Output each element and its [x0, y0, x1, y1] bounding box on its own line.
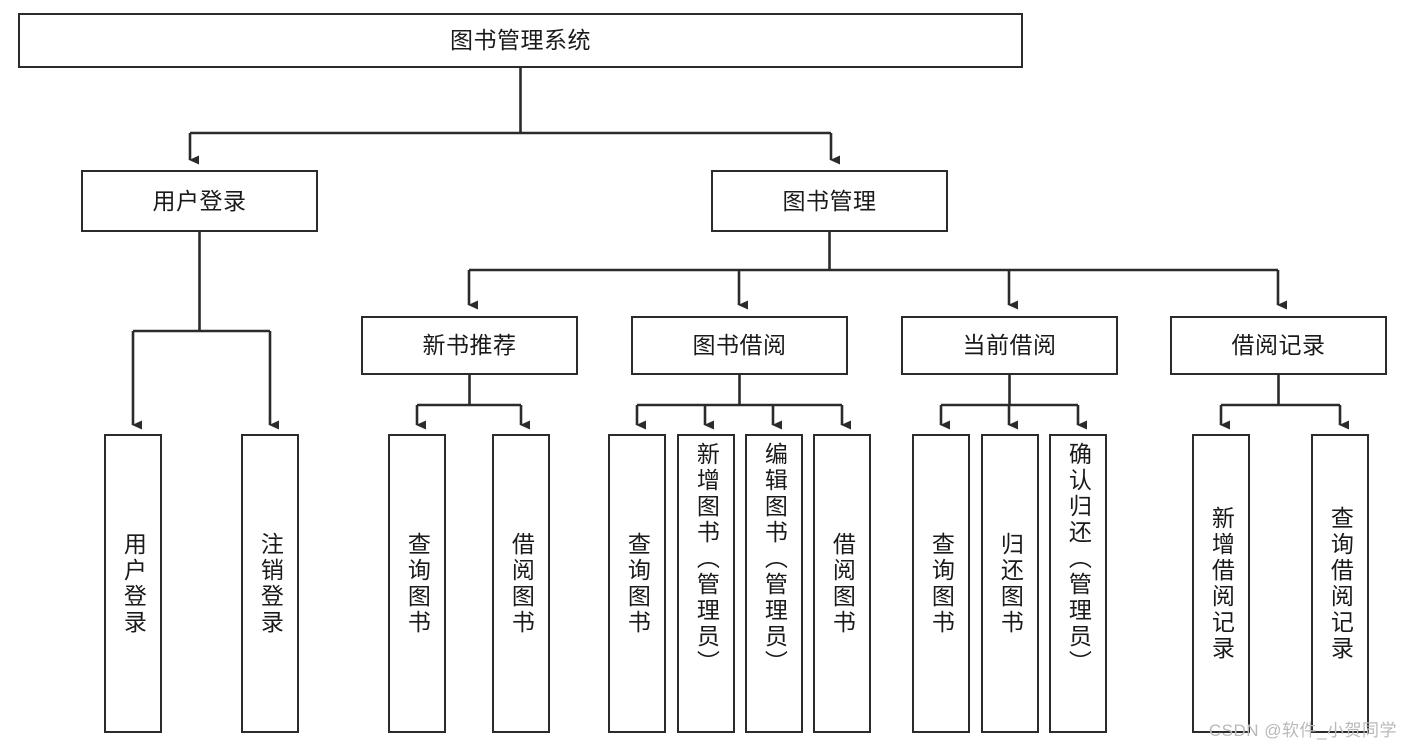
- node-user-login[interactable]: 用户登录: [81, 170, 318, 232]
- node-leaf-query-book-newbook[interactable]: 查询图书: [388, 434, 446, 733]
- node-leaf-add-book-label: 新增图书（管理员）: [693, 442, 720, 676]
- node-leaf-return-book-label: 归还图书: [997, 531, 1024, 636]
- node-leaf-query-book-borrow-label: 查询图书: [624, 531, 651, 636]
- node-book-borrow[interactable]: 图书借阅: [631, 316, 848, 375]
- node-new-book-recommend-label: 新书推荐: [422, 332, 517, 359]
- node-leaf-confirm-return-label: 确认归还（管理员）: [1065, 442, 1092, 676]
- node-leaf-query-book-newbook-label: 查询图书: [404, 531, 431, 636]
- node-leaf-add-borrow-record-label: 新增借阅记录: [1208, 505, 1235, 662]
- node-leaf-user-login-label: 用户登录: [120, 531, 147, 636]
- node-leaf-query-book-current[interactable]: 查询图书: [912, 434, 970, 733]
- node-leaf-query-book-borrow[interactable]: 查询图书: [608, 434, 666, 733]
- node-leaf-logout[interactable]: 注销登录: [241, 434, 299, 733]
- node-borrow-records-label: 借阅记录: [1231, 332, 1326, 359]
- node-root-label: 图书管理系统: [450, 27, 591, 54]
- csdn-watermark: CSDN @软件_小贺同学: [1208, 721, 1397, 740]
- node-leaf-query-borrow-record[interactable]: 查询借阅记录: [1311, 434, 1369, 733]
- node-new-book-recommend[interactable]: 新书推荐: [361, 316, 578, 375]
- node-leaf-borrow-book[interactable]: 借阅图书: [813, 434, 871, 733]
- node-leaf-return-book[interactable]: 归还图书: [981, 434, 1039, 733]
- node-leaf-edit-book[interactable]: 编辑图书（管理员）: [745, 434, 803, 733]
- node-book-borrow-label: 图书借阅: [692, 332, 787, 359]
- node-root[interactable]: 图书管理系统: [18, 13, 1023, 68]
- node-leaf-user-login[interactable]: 用户登录: [104, 434, 162, 733]
- node-current-borrow-label: 当前借阅: [962, 332, 1057, 359]
- node-user-login-label: 用户登录: [152, 187, 247, 214]
- node-leaf-add-book[interactable]: 新增图书（管理员）: [677, 434, 735, 733]
- node-leaf-query-borrow-record-label: 查询借阅记录: [1327, 505, 1354, 662]
- node-leaf-confirm-return[interactable]: 确认归还（管理员）: [1049, 434, 1107, 733]
- node-leaf-logout-label: 注销登录: [257, 531, 284, 636]
- node-leaf-borrow-book-newbook[interactable]: 借阅图书: [492, 434, 550, 733]
- node-leaf-borrow-book-label: 借阅图书: [829, 531, 856, 636]
- node-book-management-label: 图书管理: [782, 187, 877, 214]
- node-leaf-query-book-current-label: 查询图书: [928, 531, 955, 636]
- node-book-management[interactable]: 图书管理: [711, 170, 948, 232]
- node-leaf-edit-book-label: 编辑图书（管理员）: [761, 442, 788, 676]
- node-leaf-borrow-book-newbook-label: 借阅图书: [508, 531, 535, 636]
- node-borrow-records[interactable]: 借阅记录: [1170, 316, 1387, 375]
- node-leaf-add-borrow-record[interactable]: 新增借阅记录: [1192, 434, 1250, 733]
- node-current-borrow[interactable]: 当前借阅: [901, 316, 1118, 375]
